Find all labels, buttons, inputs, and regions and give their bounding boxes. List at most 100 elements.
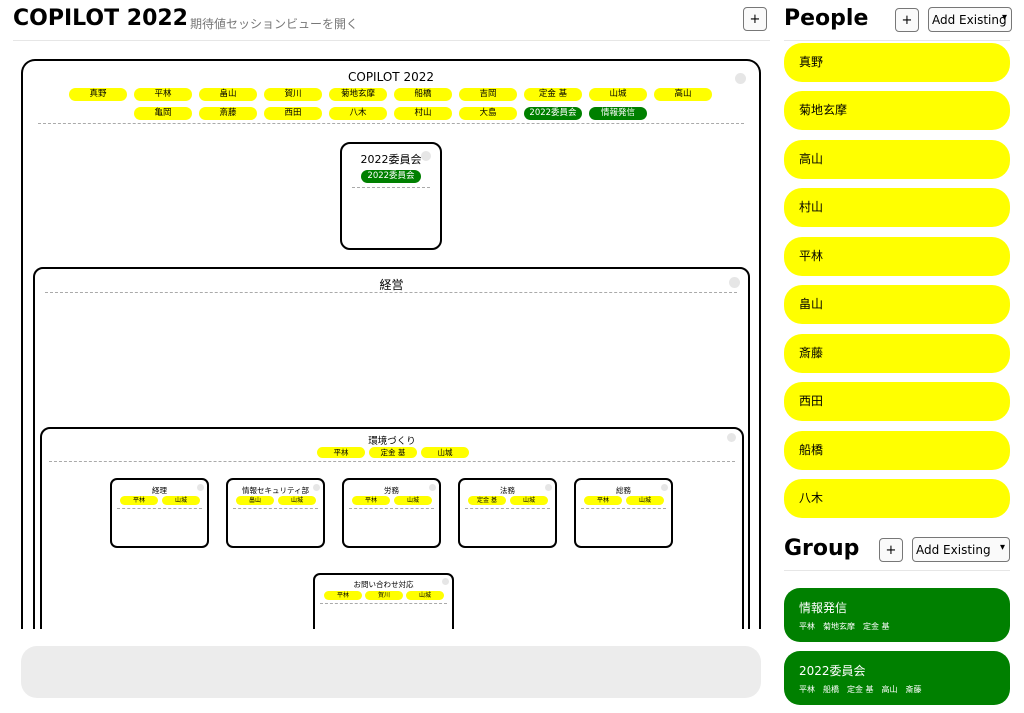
person-tag[interactable]: 定金 基 [369,447,417,458]
management-collapse-icon[interactable] [729,277,740,288]
person-tag[interactable]: 山城 [162,496,200,505]
org-canvas[interactable]: COPILOT 2022 真野 平林 畠山 賀川 菊地玄摩 船橋 吉岡 定金 基… [21,59,761,629]
add-node-button[interactable]: + [743,7,767,31]
unit-collapse-icon[interactable] [442,578,449,585]
unit-divider [465,508,550,509]
group-member: 船橋 [823,685,839,694]
person-tag[interactable]: 大島 [459,107,517,120]
unit-collapse-icon[interactable] [313,484,320,491]
inquiry-box[interactable]: お問い合わせ対応 平林 賀川 山城 [313,573,454,629]
person-tag[interactable]: 畠山 [236,496,274,505]
person-tag[interactable]: 定金 基 [468,496,506,505]
group-tag[interactable]: 2022委員会 [524,107,582,120]
person-tag[interactable]: 船橋 [394,88,452,101]
person-tag[interactable]: 平林 [317,447,365,458]
group-tag[interactable]: 情報発信 [589,107,647,120]
add-group-button[interactable]: + [879,538,903,562]
board-divider [38,123,744,124]
person-card[interactable]: 村山 [784,188,1010,227]
person-tag[interactable]: 吉岡 [459,88,517,101]
person-tag[interactable]: 山城 [626,496,664,505]
group-name: 2022委員会 [799,664,866,678]
plus-icon: + [885,542,897,558]
person-tag[interactable]: 平林 [584,496,622,505]
person-tag[interactable]: 賀川 [264,88,322,101]
environment-collapse-icon[interactable] [727,433,736,442]
group-member: 定金 基 [847,685,874,694]
plus-icon: + [901,12,913,28]
unit-divider [233,508,318,509]
person-tag[interactable]: 平林 [120,496,158,505]
committee-collapse-icon[interactable] [421,151,431,161]
person-card[interactable]: 斎藤 [784,334,1010,373]
chevron-down-icon: ▾ [999,542,1005,553]
person-card[interactable]: 八木 [784,479,1010,518]
group-member: 斎藤 [905,685,922,694]
person-tag[interactable]: 真野 [69,88,127,101]
person-tag[interactable]: 山城 [589,88,647,101]
person-card[interactable]: 菊地玄摩 [784,91,1010,130]
group-add-existing-select[interactable]: Add Existing ▾ [912,537,1010,562]
person-tag[interactable]: 賀川 [365,591,403,600]
unit-box[interactable]: 総務 平林 山城 [574,478,673,548]
committee-box[interactable]: 2022委員会 2022委員会 [340,142,442,250]
unit-divider [320,603,447,604]
person-card[interactable]: 真野 [784,43,1010,82]
management-divider [45,292,737,293]
unit-collapse-icon[interactable] [661,484,668,491]
unit-box[interactable]: 情報セキュリティ部 畠山 山城 [226,478,325,548]
person-tag[interactable]: 山城 [278,496,316,505]
person-tag[interactable]: 亀岡 [134,107,192,120]
people-title: People [784,6,869,31]
plus-icon: + [749,11,761,27]
group-member: 高山 [881,685,898,694]
person-tag[interactable]: 平林 [324,591,362,600]
select-label: Add Existing [932,12,1007,27]
group-card[interactable]: 2022委員会 平林船橋定金 基高山斎藤 [784,651,1010,705]
bottom-panel[interactable] [21,646,761,698]
person-card[interactable]: 平林 [784,237,1010,276]
person-tag[interactable]: 西田 [264,107,322,120]
board-collapse-icon[interactable] [735,73,746,84]
committee-divider [352,187,430,188]
person-card[interactable]: 高山 [784,140,1010,179]
person-tag[interactable]: 定金 基 [524,88,582,101]
management-title: 経営 [379,278,404,292]
unit-collapse-icon[interactable] [545,484,552,491]
person-card[interactable]: 西田 [784,382,1010,421]
person-tag[interactable]: 山城 [510,496,548,505]
group-title: Group [784,536,860,561]
person-tag[interactable]: 斎藤 [199,107,257,120]
person-tag[interactable]: 平林 [134,88,192,101]
group-divider [784,570,1010,571]
person-tag[interactable]: 山城 [394,496,432,505]
unit-collapse-icon[interactable] [429,484,436,491]
person-card[interactable]: 畠山 [784,285,1010,324]
add-person-button[interactable]: + [895,8,919,32]
inquiry-title: お問い合わせ対応 [353,580,414,589]
environment-box[interactable]: 環境づくり 平林 定金 基 山城 経理 平林 山城 情報セキュリティ部 畠山 山… [40,427,744,629]
environment-divider [49,461,735,462]
unit-box[interactable]: 労務 平林 山城 [342,478,441,548]
person-tag[interactable]: 平林 [352,496,390,505]
person-tag[interactable]: 山城 [421,447,469,458]
person-card[interactable]: 船橋 [784,431,1010,470]
person-tag[interactable]: 八木 [329,107,387,120]
person-tag[interactable]: 高山 [654,88,712,101]
person-tag[interactable]: 村山 [394,107,452,120]
person-tag[interactable]: 山城 [406,591,444,600]
group-tag[interactable]: 2022委員会 [361,170,421,183]
group-member: 定金 基 [863,622,890,631]
group-card[interactable]: 情報発信 平林菊地玄摩定金 基 [784,588,1010,642]
select-label: Add Existing [916,542,991,557]
management-box[interactable]: 経営 環境づくり 平林 定金 基 山城 経理 平林 山城 情報セキュリティ部 [33,267,750,629]
person-tag[interactable]: 畠山 [199,88,257,101]
unit-box[interactable]: 経理 平林 山城 [110,478,209,548]
people-add-existing-select[interactable]: Add Existing ▾ [928,7,1012,32]
expectation-session-link[interactable]: 期待値セッションビューを開く [190,17,359,31]
person-tag[interactable]: 菊地玄摩 [329,88,387,101]
unit-title: 情報セキュリティ部 [241,486,310,495]
unit-box[interactable]: 法務 定金 基 山城 [458,478,557,548]
group-members: 平林菊地玄摩定金 基 [799,621,898,632]
unit-collapse-icon[interactable] [197,484,204,491]
